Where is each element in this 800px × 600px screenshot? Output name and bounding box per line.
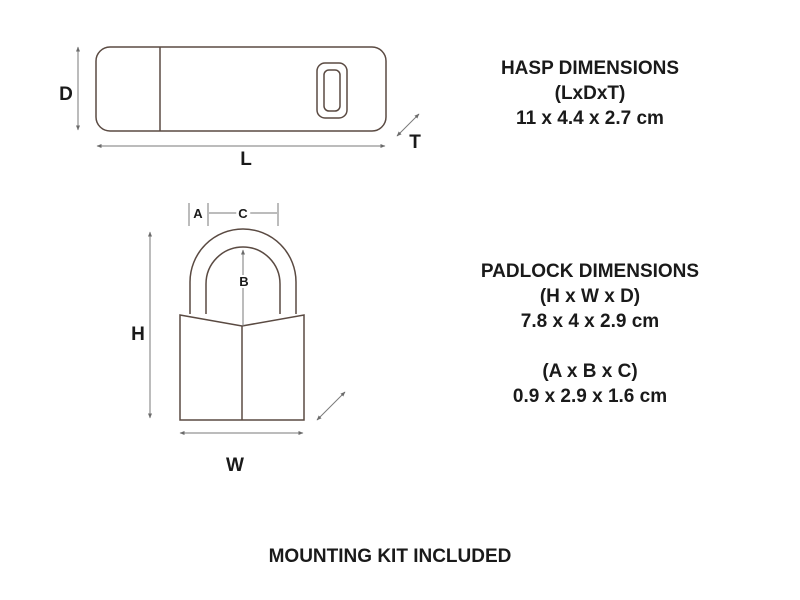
hasp-drawing [95,46,387,132]
padlock-body [179,314,305,421]
hasp-plate [95,46,387,132]
padlock-shackle-outer [189,228,297,314]
padlock-drawing [179,228,305,421]
hasp-label-l: L [240,149,252,170]
hasp-dimensions-block: HASP DIMENSIONS (LxDxT) 11 x 4.4 x 2.7 c… [440,56,740,131]
hasp-slot-inner [323,69,341,112]
hasp-format: (LxDxT) [554,83,626,104]
padlock-label-c: C [238,206,248,221]
padlock-label-w: W [226,455,244,476]
padlock-values-main: 7.8 x 4 x 2.9 cm [520,311,660,332]
padlock-values-shackle: 0.9 x 2.9 x 1.6 cm [512,386,668,407]
padlock-label-b: B [239,274,248,289]
padlock-depth-dimension-line [316,391,346,421]
padlock-label-h: H [131,324,145,345]
hasp-values: 11 x 4.4 x 2.7 cm [516,108,664,129]
padlock-dimensions-block: PADLOCK DIMENSIONS (H x W x D) 7.8 x 4 x… [440,259,740,409]
hasp-label-d: D [59,84,73,105]
hasp-slot [316,62,348,119]
padlock-format-shackle: (A x B x C) [542,361,638,382]
padlock-label-a: A [193,206,203,221]
hasp-thickness-dimension-line [396,113,420,137]
padlock-title: PADLOCK DIMENSIONS [480,261,700,282]
padlock-shackle-inner [205,246,281,314]
padlock-format-main: (H x W x D) [539,286,641,307]
mounting-kit-note: MOUNTING KIT INCLUDED [268,546,512,567]
hasp-title: HASP DIMENSIONS [500,58,680,79]
hasp-label-t: T [409,132,421,153]
